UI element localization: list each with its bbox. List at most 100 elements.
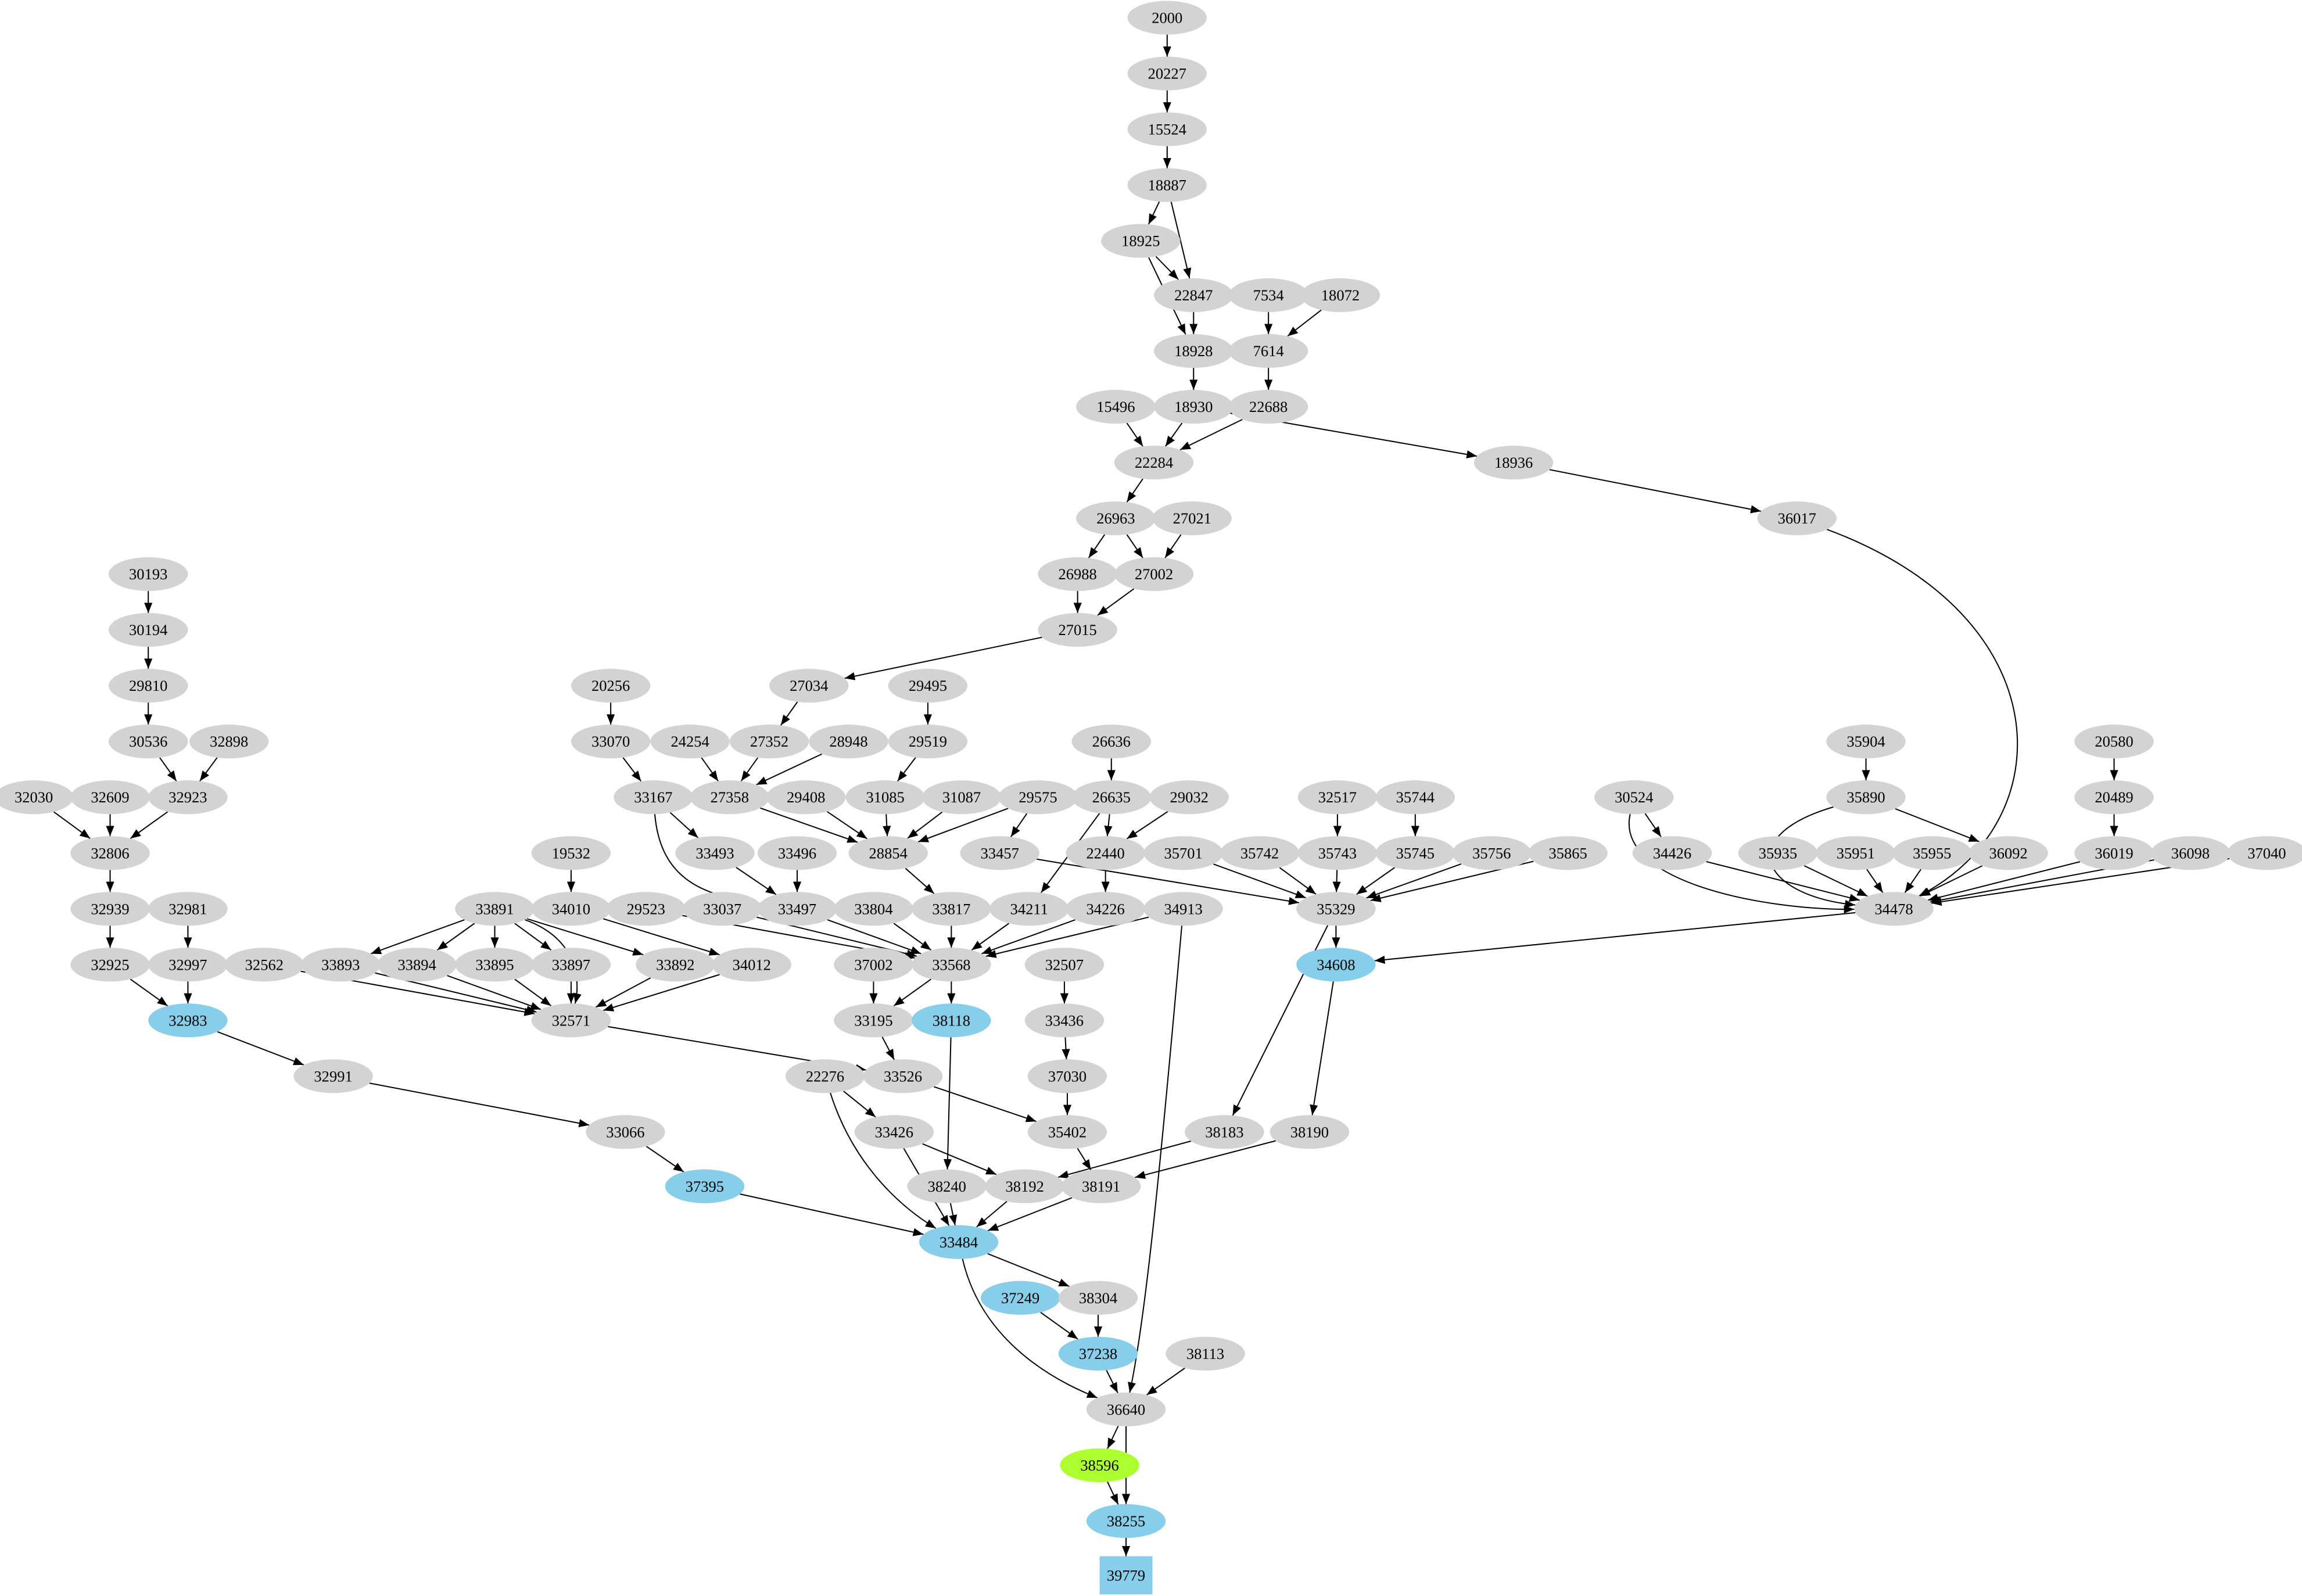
node-36640[interactable]: 36640 xyxy=(1086,1392,1166,1426)
node-28854[interactable]: 28854 xyxy=(848,836,928,870)
node-33066[interactable]: 33066 xyxy=(586,1115,665,1149)
node-22688[interactable]: 22688 xyxy=(1228,390,1308,424)
node-38304[interactable]: 38304 xyxy=(1058,1281,1138,1315)
node-34226[interactable]: 34226 xyxy=(1066,892,1145,926)
node-19532[interactable]: 19532 xyxy=(531,836,611,870)
node-32609[interactable]: 32609 xyxy=(70,780,150,815)
node-34010[interactable]: 34010 xyxy=(531,892,611,926)
node-32898[interactable]: 32898 xyxy=(189,725,269,759)
node-32507[interactable]: 32507 xyxy=(1024,948,1105,982)
node-33493[interactable]: 33493 xyxy=(675,836,755,870)
node-30194[interactable]: 30194 xyxy=(108,613,188,647)
node-38118[interactable]: 38118 xyxy=(912,1003,991,1038)
node-22284[interactable]: 22284 xyxy=(1114,446,1194,480)
node-38191[interactable]: 38191 xyxy=(1061,1169,1141,1203)
node-37002[interactable]: 37002 xyxy=(834,948,913,982)
node-33195[interactable]: 33195 xyxy=(834,1003,913,1038)
node-22847[interactable]: 22847 xyxy=(1154,278,1234,313)
node-7614[interactable]: 7614 xyxy=(1228,334,1308,368)
node-35865[interactable]: 35865 xyxy=(1528,836,1608,870)
node-35756[interactable]: 35756 xyxy=(1451,836,1532,870)
node-32571[interactable]: 32571 xyxy=(531,1003,611,1038)
node-24254[interactable]: 24254 xyxy=(650,725,730,759)
node-29519[interactable]: 29519 xyxy=(888,725,968,759)
node-15496[interactable]: 15496 xyxy=(1076,390,1156,424)
node-33070[interactable]: 33070 xyxy=(571,725,651,759)
node-35743[interactable]: 35743 xyxy=(1297,836,1378,870)
node-32806[interactable]: 32806 xyxy=(70,836,150,870)
node-33817[interactable]: 33817 xyxy=(912,892,991,926)
node-26963[interactable]: 26963 xyxy=(1076,501,1156,536)
node-29495[interactable]: 29495 xyxy=(888,669,968,703)
node-35402[interactable]: 35402 xyxy=(1027,1115,1107,1149)
node-32983[interactable]: 32983 xyxy=(148,1003,228,1038)
node-18930[interactable]: 18930 xyxy=(1154,390,1234,424)
node-30524[interactable]: 30524 xyxy=(1594,780,1674,815)
node-32991[interactable]: 32991 xyxy=(293,1059,373,1093)
node-35951[interactable]: 35951 xyxy=(1816,836,1896,870)
node-38596[interactable]: 38596 xyxy=(1060,1448,1139,1482)
node-33497[interactable]: 33497 xyxy=(757,892,837,926)
node-26988[interactable]: 26988 xyxy=(1038,557,1117,591)
node-33804[interactable]: 33804 xyxy=(834,892,913,926)
node-35935[interactable]: 35935 xyxy=(1738,836,1818,870)
node-38255[interactable]: 38255 xyxy=(1086,1504,1166,1538)
node-32925[interactable]: 32925 xyxy=(70,948,150,982)
node-26636[interactable]: 26636 xyxy=(1071,725,1151,759)
node-30193[interactable]: 30193 xyxy=(108,557,188,591)
node-33892[interactable]: 33892 xyxy=(636,948,715,982)
node-33037[interactable]: 33037 xyxy=(682,892,762,926)
node-7534[interactable]: 7534 xyxy=(1228,278,1308,313)
node-37238[interactable]: 37238 xyxy=(1058,1336,1138,1371)
node-34211[interactable]: 34211 xyxy=(989,892,1069,926)
node-39779[interactable]: 39779 xyxy=(1099,1556,1153,1595)
node-27034[interactable]: 27034 xyxy=(769,669,849,703)
node-34426[interactable]: 34426 xyxy=(1632,836,1712,870)
node-18928[interactable]: 18928 xyxy=(1154,334,1234,368)
node-35890[interactable]: 35890 xyxy=(1826,780,1906,815)
node-33894[interactable]: 33894 xyxy=(377,948,457,982)
node-37030[interactable]: 37030 xyxy=(1027,1059,1107,1093)
node-33897[interactable]: 33897 xyxy=(531,948,611,982)
node-33895[interactable]: 33895 xyxy=(455,948,535,982)
node-33891[interactable]: 33891 xyxy=(455,892,535,926)
node-29523[interactable]: 29523 xyxy=(606,892,686,926)
node-35701[interactable]: 35701 xyxy=(1143,836,1223,870)
node-32562[interactable]: 32562 xyxy=(224,948,304,982)
node-18072[interactable]: 18072 xyxy=(1300,278,1381,313)
node-18936[interactable]: 18936 xyxy=(1473,446,1554,480)
node-33484[interactable]: 33484 xyxy=(919,1225,999,1259)
node-28948[interactable]: 28948 xyxy=(809,725,888,759)
node-37040[interactable]: 37040 xyxy=(2227,836,2302,870)
node-30536[interactable]: 30536 xyxy=(108,725,188,759)
node-34012[interactable]: 34012 xyxy=(712,948,791,982)
node-32923[interactable]: 32923 xyxy=(148,780,228,815)
node-31087[interactable]: 31087 xyxy=(921,780,1002,815)
node-27358[interactable]: 27358 xyxy=(690,780,770,815)
node-38113[interactable]: 38113 xyxy=(1166,1336,1245,1371)
node-35744[interactable]: 35744 xyxy=(1375,780,1455,815)
node-38240[interactable]: 38240 xyxy=(907,1169,987,1203)
node-35955[interactable]: 35955 xyxy=(1892,836,1972,870)
node-32997[interactable]: 32997 xyxy=(148,948,228,982)
node-38192[interactable]: 38192 xyxy=(985,1169,1064,1203)
node-36017[interactable]: 36017 xyxy=(1757,501,1837,536)
node-20489[interactable]: 20489 xyxy=(2074,780,2154,815)
node-38190[interactable]: 38190 xyxy=(1270,1115,1350,1149)
node-33457[interactable]: 33457 xyxy=(960,836,1039,870)
node-34913[interactable]: 34913 xyxy=(1143,892,1223,926)
node-34608[interactable]: 34608 xyxy=(1296,948,1376,982)
node-32030[interactable]: 32030 xyxy=(0,780,74,815)
node-33436[interactable]: 33436 xyxy=(1024,1003,1105,1038)
node-33167[interactable]: 33167 xyxy=(614,780,693,815)
node-29032[interactable]: 29032 xyxy=(1149,780,1229,815)
node-36019[interactable]: 36019 xyxy=(2074,836,2154,870)
node-29575[interactable]: 29575 xyxy=(998,780,1078,815)
node-35329[interactable]: 35329 xyxy=(1296,892,1376,926)
node-38183[interactable]: 38183 xyxy=(1185,1115,1264,1149)
node-37249[interactable]: 37249 xyxy=(980,1281,1060,1315)
node-37395[interactable]: 37395 xyxy=(665,1169,745,1203)
node-15524[interactable]: 15524 xyxy=(1127,112,1207,146)
node-27021[interactable]: 27021 xyxy=(1152,501,1232,536)
node-36092[interactable]: 36092 xyxy=(1968,836,2048,870)
